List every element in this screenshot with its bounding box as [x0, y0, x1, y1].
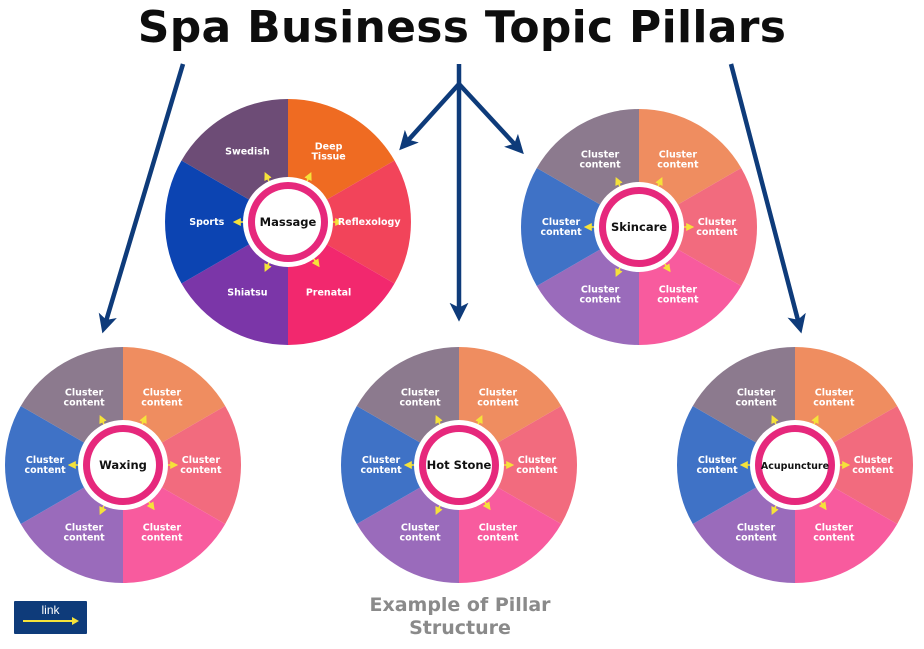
- segment-label: Swedish: [225, 147, 270, 158]
- center-disc: [426, 432, 492, 498]
- wheel-segment: [340, 406, 459, 524]
- pillar-center-label: Acupuncture: [761, 461, 829, 472]
- segment-label: Shiatsu: [227, 287, 267, 298]
- pillar-center-label: Skincare: [611, 220, 667, 234]
- diagram-caption: Example of Pillar Structure: [330, 594, 590, 640]
- wheel-segment: [639, 168, 758, 286]
- arrow-to-acupuncture: [728, 63, 806, 334]
- wheel-segment: [4, 406, 124, 524]
- segment-label: Prenatal: [306, 287, 351, 298]
- wheel-segment: [165, 160, 288, 284]
- right-arrow-icon: [23, 617, 79, 625]
- wheel-segment: [795, 406, 914, 524]
- wheel-segment: [459, 406, 578, 524]
- link-button[interactable]: link: [14, 601, 87, 634]
- segment-label: Reflexology: [338, 217, 401, 228]
- caption-line-2: Structure: [409, 617, 511, 639]
- center-disc: [255, 189, 321, 255]
- wheel-segment: [288, 160, 411, 284]
- pillar-center-label: Waxing: [99, 458, 147, 472]
- wheel-segment: [520, 168, 639, 286]
- caption-line-1: Example of Pillar: [369, 594, 551, 616]
- center-disc: [90, 432, 156, 498]
- center-disc: [762, 432, 828, 498]
- arrow-to-waxing: [98, 63, 186, 334]
- link-label: link: [41, 603, 60, 617]
- diagram-title: Spa Business Topic Pillars: [137, 2, 787, 53]
- wheel-segment: [123, 406, 242, 524]
- wheel-segment: [676, 406, 795, 524]
- connector-arrows: [98, 63, 806, 334]
- arrow-to-skincare: [457, 82, 524, 155]
- segment-label: Sports: [189, 217, 224, 228]
- pillar-center-label: Massage: [260, 215, 317, 229]
- arrow-to-massage: [399, 82, 461, 151]
- center-disc: [606, 194, 672, 260]
- pillar-center-label: Hot Stone: [427, 458, 492, 472]
